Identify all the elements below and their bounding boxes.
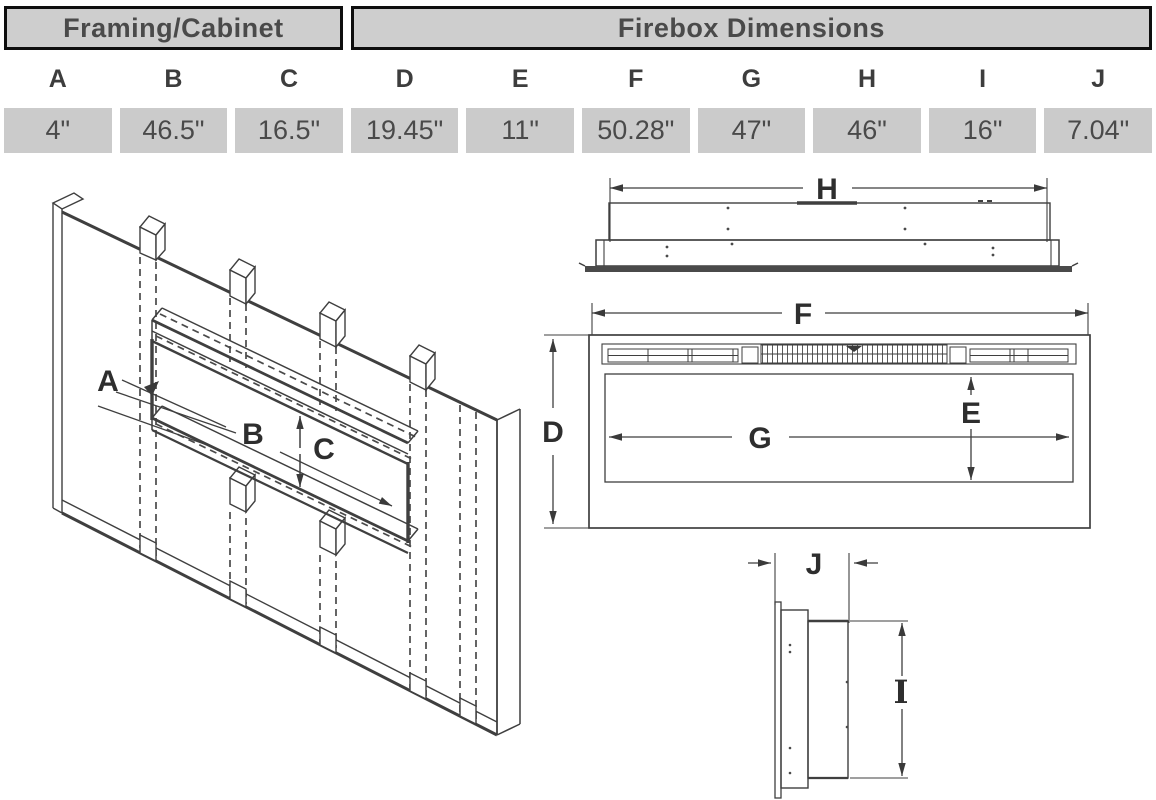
dim-label-j: J <box>806 548 823 581</box>
col-value-h: 46" <box>813 108 921 153</box>
dim-label-c: C <box>313 433 335 466</box>
hidden-studs <box>139 257 477 720</box>
h-dimension: H <box>609 173 1048 242</box>
mounting-flange <box>585 266 1072 272</box>
i-dimension: I <box>850 620 909 779</box>
vent-grille <box>607 344 1069 364</box>
table-group-header-row: Framing/Cabinet Firebox Dimensions <box>4 6 1152 50</box>
dim-label-h: H <box>816 173 838 206</box>
dim-label-i: I <box>894 673 909 711</box>
stud-bottom-caps <box>139 533 477 726</box>
dim-label-d: D <box>542 416 564 449</box>
top-view-body <box>578 200 1079 272</box>
col-letter-f: F <box>628 64 644 93</box>
wall-panel <box>51 192 521 737</box>
dim-label-b: B <box>242 418 264 451</box>
dim-label-a: A <box>97 365 119 398</box>
side-body <box>774 601 849 799</box>
col-letter-d: D <box>395 64 414 93</box>
iso-dimension-callouts: A B C <box>97 365 393 507</box>
e-dimension: E <box>961 377 981 480</box>
dim-label-f: F <box>794 300 812 331</box>
firebox-front-view: F G <box>542 300 1091 529</box>
col-letter-b: B <box>164 64 183 93</box>
j-dimension: J <box>748 548 878 623</box>
dimension-table: Framing/Cabinet Firebox Dimensions A B C… <box>4 6 1152 153</box>
firebox-top-view: H <box>578 173 1079 272</box>
table-letter-row: A B C D E F G H I J <box>4 56 1152 102</box>
cripple-stud-caps <box>228 466 347 557</box>
front-outline <box>588 334 1091 529</box>
col-value-j: 7.04" <box>1044 108 1152 153</box>
col-letter-g: G <box>741 64 762 93</box>
col-value-d: 19.45" <box>350 108 459 153</box>
col-letter-h: H <box>857 64 877 93</box>
col-value-i: 16" <box>928 108 1037 153</box>
dim-label-g: G <box>748 422 771 455</box>
g-dimension: G <box>609 422 1069 455</box>
dim-label-e: E <box>961 397 981 430</box>
col-value-b: 46.5" <box>119 108 228 153</box>
rough-opening-frame <box>150 307 419 554</box>
col-value-a: 4" <box>4 108 112 153</box>
d-dimension: D <box>542 334 589 529</box>
group-header-framing-cabinet: Framing/Cabinet <box>4 6 343 50</box>
stud-top-caps <box>138 215 437 392</box>
viewing-area <box>604 373 1074 483</box>
col-letter-c: C <box>279 64 299 93</box>
col-value-g: 47" <box>697 108 806 153</box>
col-letter-j: J <box>1091 64 1106 93</box>
col-letter-i: I <box>979 64 987 93</box>
grille-center-tab <box>846 346 862 352</box>
col-value-f: 50.28" <box>581 108 690 153</box>
firebox-side-view: J I <box>748 548 909 799</box>
a-arrowhead <box>144 381 159 396</box>
group-header-firebox-dimensions: Firebox Dimensions <box>350 6 1152 50</box>
col-letter-e: E <box>511 64 529 93</box>
col-letter-a: A <box>48 64 67 93</box>
table-value-row: 4" 46.5" 16.5" 19.45" 11" 50.28" 47" 46"… <box>4 108 1152 153</box>
framing-isometric-diagram: A B C <box>51 192 521 737</box>
col-value-e: 11" <box>466 108 574 153</box>
f-dimension: F <box>591 300 1089 335</box>
col-value-c: 16.5" <box>235 108 343 153</box>
